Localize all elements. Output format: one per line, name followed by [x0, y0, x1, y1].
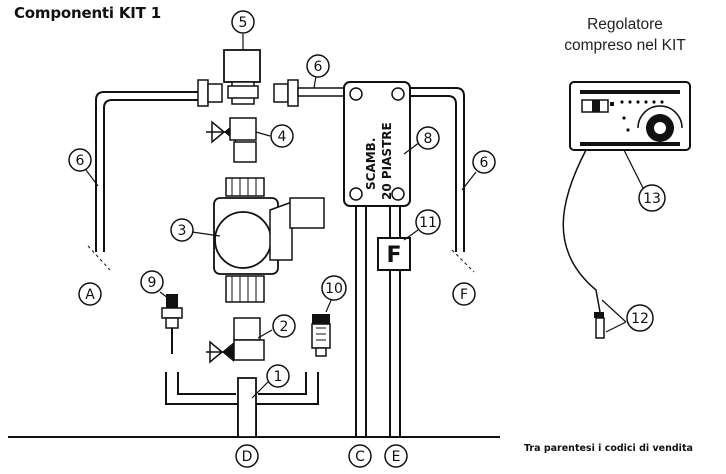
component-9 [161, 294, 183, 354]
connection-circles: A D C E F [78, 282, 476, 468]
component-1-manifold [165, 372, 319, 438]
callout-11: 11 [415, 209, 441, 235]
pipe-right [408, 87, 465, 252]
callout-6-left: 6 [68, 148, 92, 172]
callout-1: 1 [266, 364, 290, 388]
svg-text:E: E [392, 449, 401, 465]
svg-text:F: F [460, 287, 468, 303]
callout-3: 3 [170, 218, 194, 242]
svg-text:C: C [355, 449, 365, 465]
fitting-left [197, 79, 223, 107]
callout-circles: 1 2 3 4 5 6 6 [68, 10, 666, 388]
svg-text:13: 13 [643, 191, 661, 207]
pipe-right-cut [451, 249, 475, 273]
exchanger-text-1: SCAMB. [364, 138, 378, 190]
connection-f: F [452, 282, 476, 306]
footer-note: Tra parentesi i codici di vendita [524, 443, 693, 454]
connection-e: E [384, 444, 408, 468]
component-3-pump [213, 177, 325, 303]
connection-d: D [235, 444, 259, 468]
callout-5: 5 [231, 10, 255, 34]
svg-text:5: 5 [239, 15, 248, 31]
exchanger-text-2: 20 PIASTRE [380, 122, 394, 200]
svg-text:2: 2 [280, 319, 289, 335]
component-8-exchanger [343, 81, 411, 207]
component-5 [223, 49, 261, 105]
component-4-valve [206, 117, 257, 163]
callout-2: 2 [272, 314, 296, 338]
diagram-title: Componenti KIT 1 [14, 4, 161, 22]
callout-12: 12 [626, 304, 654, 332]
connection-c: C [348, 444, 372, 468]
component-10 [311, 314, 331, 357]
callout-6-top: 6 [306, 54, 330, 78]
connection-a: A [78, 282, 102, 306]
pipe-left-inner [103, 99, 200, 252]
svg-text:11: 11 [419, 215, 437, 231]
callout-9: 9 [140, 270, 164, 294]
svg-text:8: 8 [424, 131, 433, 147]
callout-8: 8 [416, 126, 440, 150]
leader-lines [85, 34, 645, 399]
callout-6-right: 6 [472, 150, 496, 174]
callout-13: 13 [638, 184, 666, 212]
fitting-right [273, 79, 345, 107]
regulator-label-line-2: compreso nel KIT [564, 37, 686, 54]
regulator-label-line-1: Regolatore [587, 16, 663, 33]
flow-box-label: F [386, 243, 401, 268]
component-2-valve [206, 317, 265, 364]
svg-text:6: 6 [314, 59, 323, 75]
svg-text:1: 1 [274, 369, 283, 385]
pipe-left [95, 91, 200, 252]
callout-4: 4 [270, 124, 294, 148]
svg-text:9: 9 [148, 275, 157, 291]
svg-text:6: 6 [76, 153, 85, 169]
svg-text:10: 10 [325, 281, 343, 297]
svg-text:6: 6 [480, 155, 489, 171]
svg-text:A: A [85, 287, 95, 303]
pipe-right-inner [408, 95, 457, 252]
flow-box [377, 237, 411, 271]
svg-text:4: 4 [278, 129, 287, 145]
pipe-left-cut [87, 245, 111, 271]
callout-10: 10 [321, 275, 347, 301]
svg-text:3: 3 [178, 223, 187, 239]
probe-wire [562, 149, 601, 313]
component-13-regulator [569, 81, 691, 151]
svg-text:12: 12 [631, 311, 649, 327]
component-12-probe [594, 312, 605, 339]
svg-text:D: D [242, 449, 253, 465]
